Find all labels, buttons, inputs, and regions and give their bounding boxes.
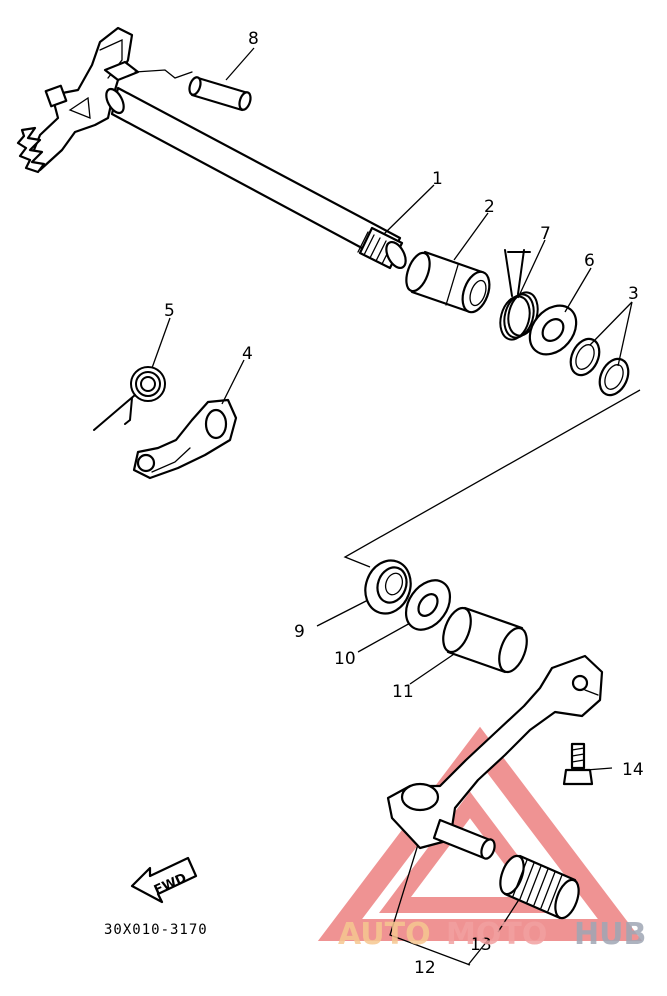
callout-4: 4 bbox=[242, 344, 253, 364]
pin bbox=[188, 76, 252, 112]
collar bbox=[405, 250, 491, 314]
watermark-hub: HUB bbox=[574, 917, 646, 952]
leader-lines bbox=[151, 47, 641, 966]
callout-13: 13 bbox=[470, 935, 492, 955]
shift-shaft bbox=[16, 26, 407, 270]
callout-10: 10 bbox=[334, 649, 356, 669]
watermark-moto: MOTO bbox=[446, 917, 547, 952]
torsion-spring bbox=[499, 249, 539, 341]
shift-arm bbox=[132, 398, 238, 480]
callout-2: 2 bbox=[484, 197, 495, 217]
callout-1: 1 bbox=[432, 169, 443, 189]
callout-11: 11 bbox=[392, 682, 414, 702]
diagram-code: 30X010-3170 bbox=[104, 922, 208, 938]
watermark-text: AUTO MOTO HUB bbox=[338, 917, 646, 952]
washer bbox=[528, 304, 578, 356]
sleeve bbox=[442, 606, 528, 674]
callout-7: 7 bbox=[540, 224, 551, 244]
callout-numbers: 8 1 2 7 6 3 5 4 9 10 11 14 13 12 bbox=[164, 29, 644, 978]
shift-pedal bbox=[386, 654, 604, 860]
circlips bbox=[569, 337, 630, 397]
callout-14: 14 bbox=[622, 760, 644, 780]
return-spring bbox=[93, 366, 166, 431]
watermark-auto: AUTO bbox=[338, 917, 431, 952]
callout-5: 5 bbox=[164, 301, 175, 321]
footpeg-rubber bbox=[499, 854, 580, 920]
callout-6: 6 bbox=[584, 251, 595, 271]
callout-12: 12 bbox=[414, 958, 436, 978]
bolt bbox=[562, 742, 594, 786]
fwd-arrow-icon: FWD bbox=[130, 856, 198, 904]
callout-9: 9 bbox=[294, 622, 305, 642]
spacer-washer bbox=[404, 579, 452, 631]
callout-8: 8 bbox=[248, 29, 259, 49]
callout-3: 3 bbox=[628, 284, 639, 304]
bearing bbox=[364, 559, 412, 615]
